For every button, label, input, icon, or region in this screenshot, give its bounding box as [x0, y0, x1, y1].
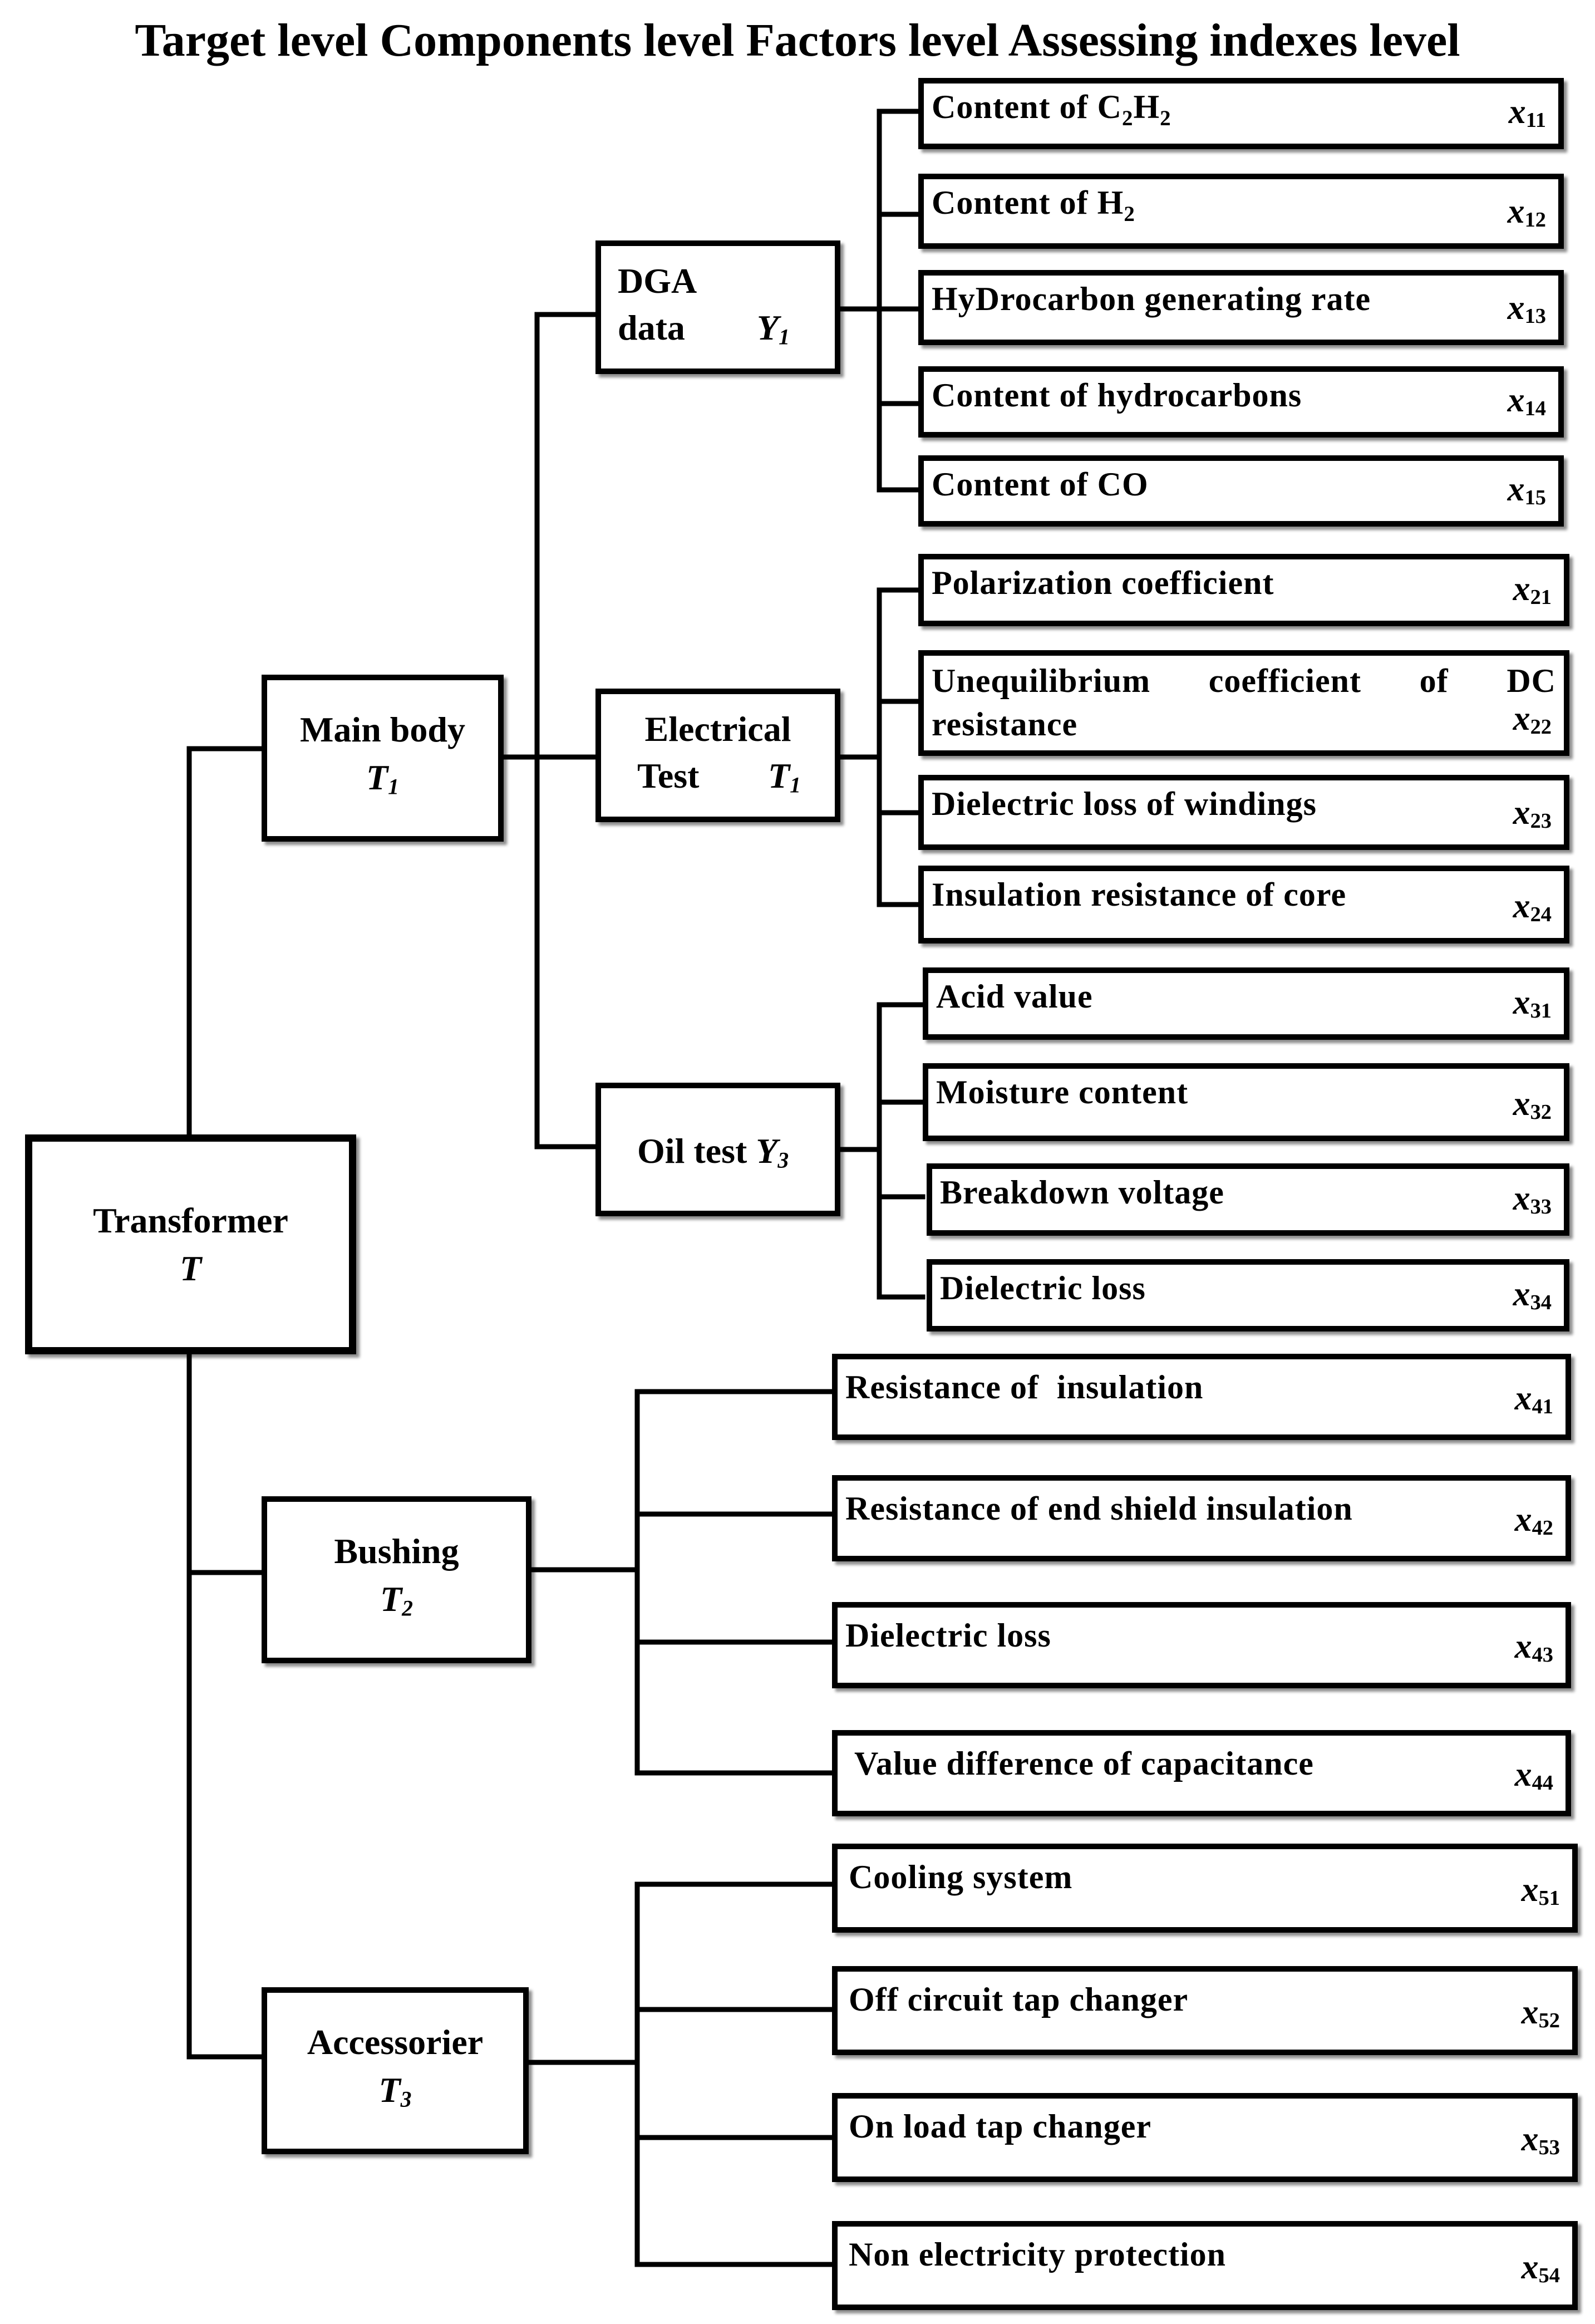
index-label-x14: Content of hydrocarbons: [932, 377, 1302, 414]
electrical-label: Electrical: [644, 709, 791, 749]
index-label-x24: Insulation resistance of core: [932, 876, 1347, 913]
test-label: Test: [637, 756, 700, 795]
index-box-x24: Insulation resistance of core x24: [918, 866, 1569, 944]
index-label-x33: Breakdown voltage: [940, 1174, 1224, 1211]
index-box-x51: Cooling system x51: [832, 1844, 1578, 1933]
diagram-header: Target level Components level Factors le…: [135, 14, 1460, 66]
index-symbol-x32: x32: [1513, 1085, 1552, 1124]
index-symbol-x44: x44: [1514, 1756, 1553, 1795]
transformer-label: Transformer: [93, 1200, 288, 1240]
index-box-x52: Off circuit tap changer x52: [832, 1966, 1578, 2055]
index-box-x22: Unequilibrium coefficient of DC resistan…: [918, 650, 1569, 756]
bushing-symbol: T2: [380, 1579, 413, 1621]
index-label-x43: Dielectric loss: [845, 1617, 1051, 1654]
index-symbol-x11: x11: [1508, 93, 1546, 132]
index-symbol-x53: x53: [1521, 2120, 1560, 2159]
index-symbol-x15: x15: [1507, 470, 1546, 509]
index-box-x33: Breakdown voltage x33: [927, 1163, 1569, 1236]
index-symbol-x24: x24: [1513, 887, 1552, 926]
index-label-x15: Content of CO: [932, 466, 1149, 503]
index-symbol-x14: x14: [1507, 381, 1546, 420]
transformer-symbol: T: [179, 1248, 202, 1288]
index-box-x53: On load tap changer x53: [832, 2093, 1578, 2182]
dga-data-node: DGA data Y1: [595, 240, 840, 374]
index-box-x43: Dielectric loss x43: [832, 1602, 1571, 1688]
index-label-x44: Value difference of capacitance: [854, 1745, 1314, 1782]
dga-label: DGA: [618, 261, 697, 301]
index-box-x13: HyDrocarbon generating rate x13: [918, 270, 1564, 345]
index-label-x21: Polarization coefficient: [932, 564, 1274, 601]
index-symbol-x51: x51: [1521, 1871, 1560, 1910]
index-label-x13: HyDrocarbon generating rate: [932, 281, 1371, 317]
index-label-x23: Dielectric loss of windings: [932, 785, 1317, 822]
index-label-x34: Dielectric loss: [940, 1270, 1146, 1306]
index-symbol-x31: x31: [1513, 984, 1552, 1023]
index-box-x11: Content of C2H2 x11: [918, 78, 1564, 149]
index-symbol-x42: x42: [1514, 1501, 1553, 1540]
index-box-x31: Acid value x31: [923, 967, 1569, 1040]
accessorier-node: Accessorier T3: [262, 1987, 529, 2154]
index-symbol-x41: x41: [1514, 1379, 1553, 1418]
index-symbol-x23: x23: [1513, 794, 1552, 833]
index-label-x42: Resistance of end shield insulation: [845, 1490, 1353, 1527]
index-box-x44: Value difference of capacitance x44: [832, 1730, 1571, 1816]
index-box-x21: Polarization coefficient x21: [918, 554, 1569, 626]
index-symbol-x12: x12: [1507, 193, 1546, 232]
electrical-test-symbol: T1: [768, 756, 801, 798]
index-box-x23: Dielectric loss of windings x23: [918, 775, 1569, 850]
bushing-node: Bushing T2: [262, 1496, 531, 1663]
index-label-x32: Moisture content: [936, 1074, 1189, 1111]
index-label-x12: Content of H2: [932, 184, 1135, 226]
index-symbol-x22: x22: [1513, 700, 1552, 739]
index-label-x11: Content of C2H2: [932, 89, 1171, 130]
accessorier-symbol: T3: [378, 2070, 412, 2112]
index-symbol-x13: x13: [1507, 289, 1546, 328]
index-symbol-x54: x54: [1521, 2248, 1560, 2287]
index-box-x34: Dielectric loss x34: [927, 1259, 1569, 1331]
index-symbol-x21: x21: [1513, 570, 1552, 609]
index-label-x41: Resistance of insulation: [845, 1369, 1204, 1406]
main-body-node: Main body T1: [262, 675, 504, 842]
accessorier-label: Accessorier: [307, 2022, 484, 2062]
index-label-x53: On load tap changer: [849, 2108, 1152, 2145]
index-box-x54: Non electricity protection x54: [832, 2221, 1578, 2310]
index-label-x51: Cooling system: [849, 1859, 1073, 1895]
main-body-label: Main body: [300, 709, 465, 749]
index-box-x12: Content of H2 x12: [918, 174, 1564, 249]
transformer-node: Transformer T: [25, 1134, 356, 1354]
dga-symbol: Y1: [757, 308, 790, 350]
index-label-x22: Unequilibrium coefficient of DC resistan…: [932, 662, 1556, 743]
oil-test-node: Oil test Y3: [595, 1083, 840, 1216]
index-label-x54: Non electricity protection: [849, 2236, 1227, 2273]
main-body-symbol: T1: [366, 757, 399, 799]
oil-test-label: Oil test Y3: [637, 1131, 789, 1173]
bushing-label: Bushing: [334, 1531, 459, 1571]
electrical-test-node: Electrical Test T1: [595, 689, 840, 822]
index-symbol-x52: x52: [1521, 1993, 1560, 2032]
index-box-x42: Resistance of end shield insulation x42: [832, 1475, 1571, 1561]
index-box-x41: Resistance of insulation x41: [832, 1354, 1571, 1440]
dga-data-label: data: [618, 308, 685, 347]
index-box-x15: Content of CO x15: [918, 455, 1564, 527]
index-symbol-x34: x34: [1513, 1275, 1552, 1314]
index-symbol-x33: x33: [1513, 1180, 1552, 1218]
index-symbol-x43: x43: [1514, 1628, 1553, 1667]
index-box-x32: Moisture content x32: [923, 1063, 1569, 1141]
index-label-x52: Off circuit tap changer: [849, 1981, 1189, 2018]
index-box-x14: Content of hydrocarbons x14: [918, 366, 1564, 438]
index-label-x31: Acid value: [936, 978, 1093, 1015]
